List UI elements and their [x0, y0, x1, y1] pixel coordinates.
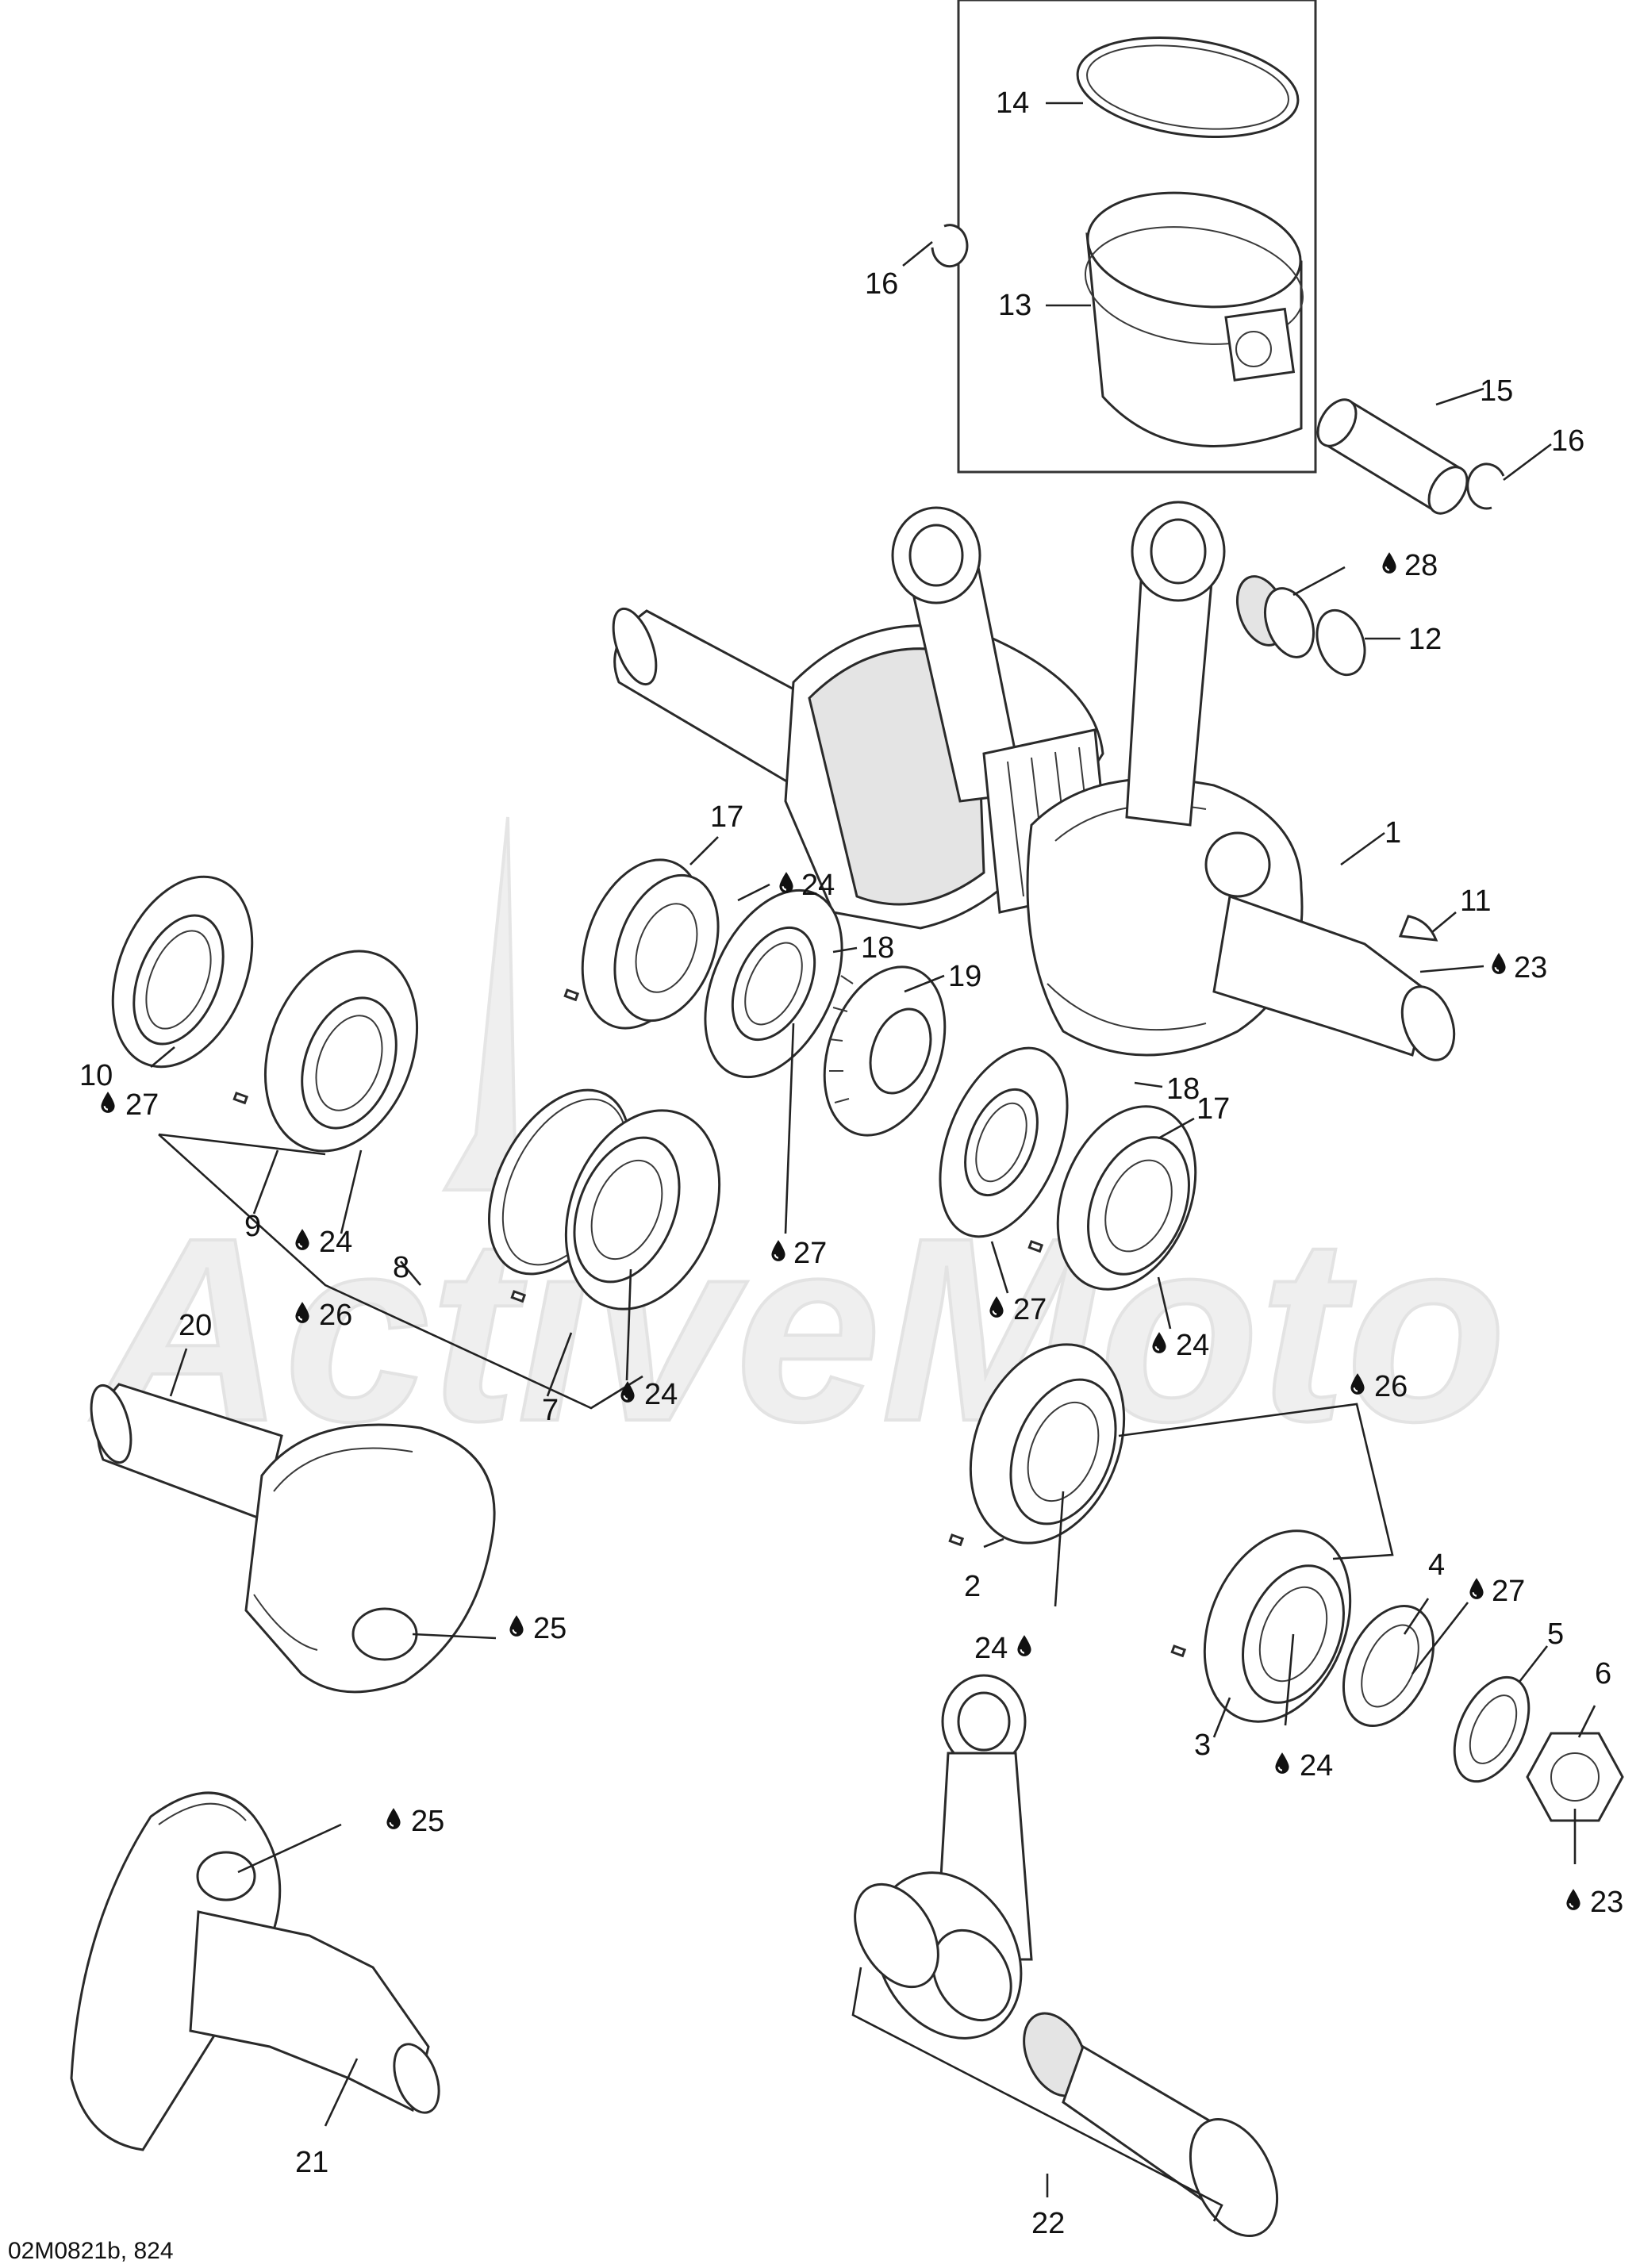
callout-27b: 27 [125, 1088, 159, 1122]
callout-22: 22 [1031, 2207, 1065, 2240]
callout-26b: 26 [1374, 1370, 1408, 1403]
callout-13: 13 [998, 289, 1031, 322]
callout-8: 8 [393, 1251, 409, 1284]
main-bearing-17-lower [1027, 1105, 1197, 1291]
oil-drop-icon [1565, 1888, 1581, 1911]
circlip-left [931, 224, 969, 268]
watermark: ActiveMoto [86, 816, 1507, 1477]
oil-drop-icon [1274, 1752, 1290, 1775]
oil-drop-icon [1016, 1634, 1032, 1657]
callout-24b: 24 [319, 1226, 352, 1259]
oil-drop-icon [386, 1807, 401, 1830]
oil-seal-4 [1342, 1604, 1435, 1728]
bearing-7 [510, 1109, 721, 1311]
piston-ring [1076, 36, 1300, 139]
callout-16a: 16 [865, 267, 898, 301]
lock-washer-5 [1453, 1675, 1531, 1783]
callout-4: 4 [1428, 1548, 1445, 1582]
callout-24f: 24 [1300, 1749, 1333, 1783]
callout-27a: 27 [793, 1237, 827, 1270]
callout-23a: 23 [1514, 951, 1547, 984]
oil-drop-icon [1491, 952, 1507, 975]
callout-6: 6 [1595, 1657, 1611, 1690]
oil-drop-icon [1469, 1577, 1484, 1600]
callout-27c: 27 [1013, 1293, 1047, 1326]
oil-drop-icon [778, 871, 794, 894]
callout-18a: 18 [861, 931, 894, 965]
oil-seal-18-lower [939, 1046, 1069, 1238]
thrust-ring [1315, 608, 1366, 677]
piston [1084, 191, 1304, 447]
callout-18b: 18 [1166, 1073, 1200, 1106]
crankshaft-half-pto [90, 1383, 496, 1694]
circlip-right [1466, 462, 1505, 510]
callout-20: 20 [179, 1309, 212, 1342]
callout-16b: 16 [1551, 424, 1584, 458]
nut-6 [1526, 1732, 1624, 1822]
callout-5: 5 [1547, 1618, 1564, 1651]
oil-seal-18-upper [704, 888, 843, 1079]
callout-19: 19 [948, 960, 981, 993]
callout-1: 1 [1385, 816, 1401, 850]
bearing-9 [232, 950, 419, 1153]
woodruff-key [1398, 915, 1438, 942]
callout-9: 9 [244, 1210, 261, 1243]
callout-11: 11 [1460, 885, 1491, 918]
callout-7: 7 [542, 1394, 559, 1427]
callout-25a: 25 [533, 1612, 567, 1645]
watermark-text: ActiveMoto [87, 1183, 1507, 1476]
callout-26a: 26 [319, 1299, 352, 1332]
connecting-rod-22 [854, 1674, 1279, 2238]
callout-12: 12 [1408, 623, 1442, 656]
callout-25b: 25 [411, 1805, 444, 1838]
leader-lines [150, 102, 1596, 2222]
callout-28: 28 [1404, 549, 1438, 582]
callout-15: 15 [1480, 374, 1513, 408]
piston-pin [1316, 398, 1469, 515]
callout-24c: 24 [644, 1378, 678, 1411]
crankshaft-assembly [612, 501, 1456, 1061]
crankshaft-half-mag [70, 1791, 440, 2151]
callout-3: 3 [1194, 1729, 1211, 1762]
bearing-2 [948, 1343, 1126, 1547]
callout-14: 14 [996, 86, 1029, 120]
callout-17b: 17 [1196, 1092, 1230, 1126]
callout-24a: 24 [801, 869, 835, 902]
needle-bearing-upper [1236, 575, 1315, 658]
main-bearing-17-upper [563, 858, 720, 1030]
drive-gear [823, 965, 947, 1137]
callout-24d: 24 [1176, 1329, 1209, 1362]
reference-code: 02M0821b, 824 [8, 2238, 174, 2264]
callout-21: 21 [295, 2146, 328, 2179]
oil-drop-icon [509, 1614, 524, 1637]
callout-labels: 14 16 13 15 16 28 12 1 11 23 17 24 18 19… [79, 86, 1623, 2240]
callout-23b: 23 [1590, 1886, 1623, 1919]
oil-drop-icon [100, 1091, 116, 1114]
callout-17a: 17 [710, 800, 743, 834]
callout-2: 2 [964, 1570, 981, 1603]
callout-10: 10 [79, 1059, 113, 1092]
callout-24e: 24 [974, 1632, 1008, 1665]
oil-seal-10 [111, 875, 254, 1069]
oil-drop-icon [1381, 551, 1397, 574]
callout-27d: 27 [1492, 1575, 1525, 1608]
